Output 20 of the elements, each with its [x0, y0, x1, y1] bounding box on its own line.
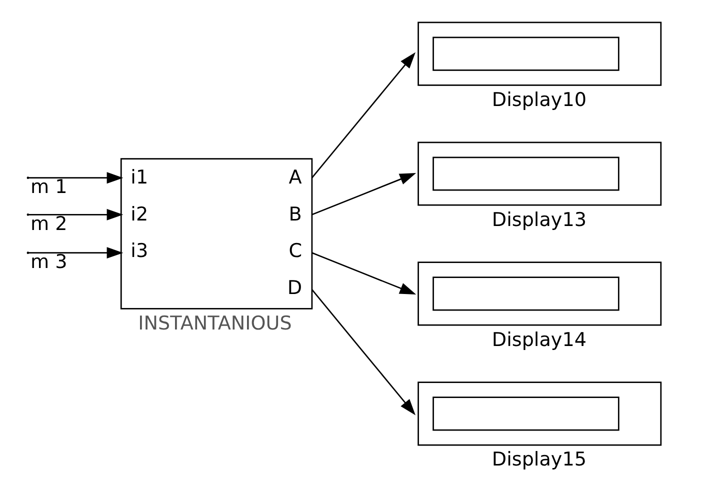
node-box — [417, 262, 662, 326]
node-label: Display14 — [491, 328, 586, 351]
arrow — [311, 252, 416, 294]
edge-label: m 3 — [30, 251, 67, 274]
edge-label: m 1 — [30, 176, 67, 198]
node-box — [417, 382, 662, 446]
node-label: Display10 — [491, 88, 586, 111]
arrow — [310, 289, 415, 416]
node-box — [417, 142, 662, 206]
arrow — [310, 52, 415, 178]
arrow — [28, 208, 123, 220]
node-box — [417, 22, 662, 86]
arrow — [28, 247, 123, 259]
node-label: Display13 — [491, 208, 586, 231]
node-label: Display15 — [491, 448, 586, 471]
node-label: INSTANTANIOUS — [138, 312, 292, 334]
edge-label: m 2 — [30, 212, 67, 235]
node-box: i1 A i2 B i3 C D — [120, 158, 312, 310]
arrow — [28, 172, 123, 184]
arrow — [311, 172, 416, 216]
